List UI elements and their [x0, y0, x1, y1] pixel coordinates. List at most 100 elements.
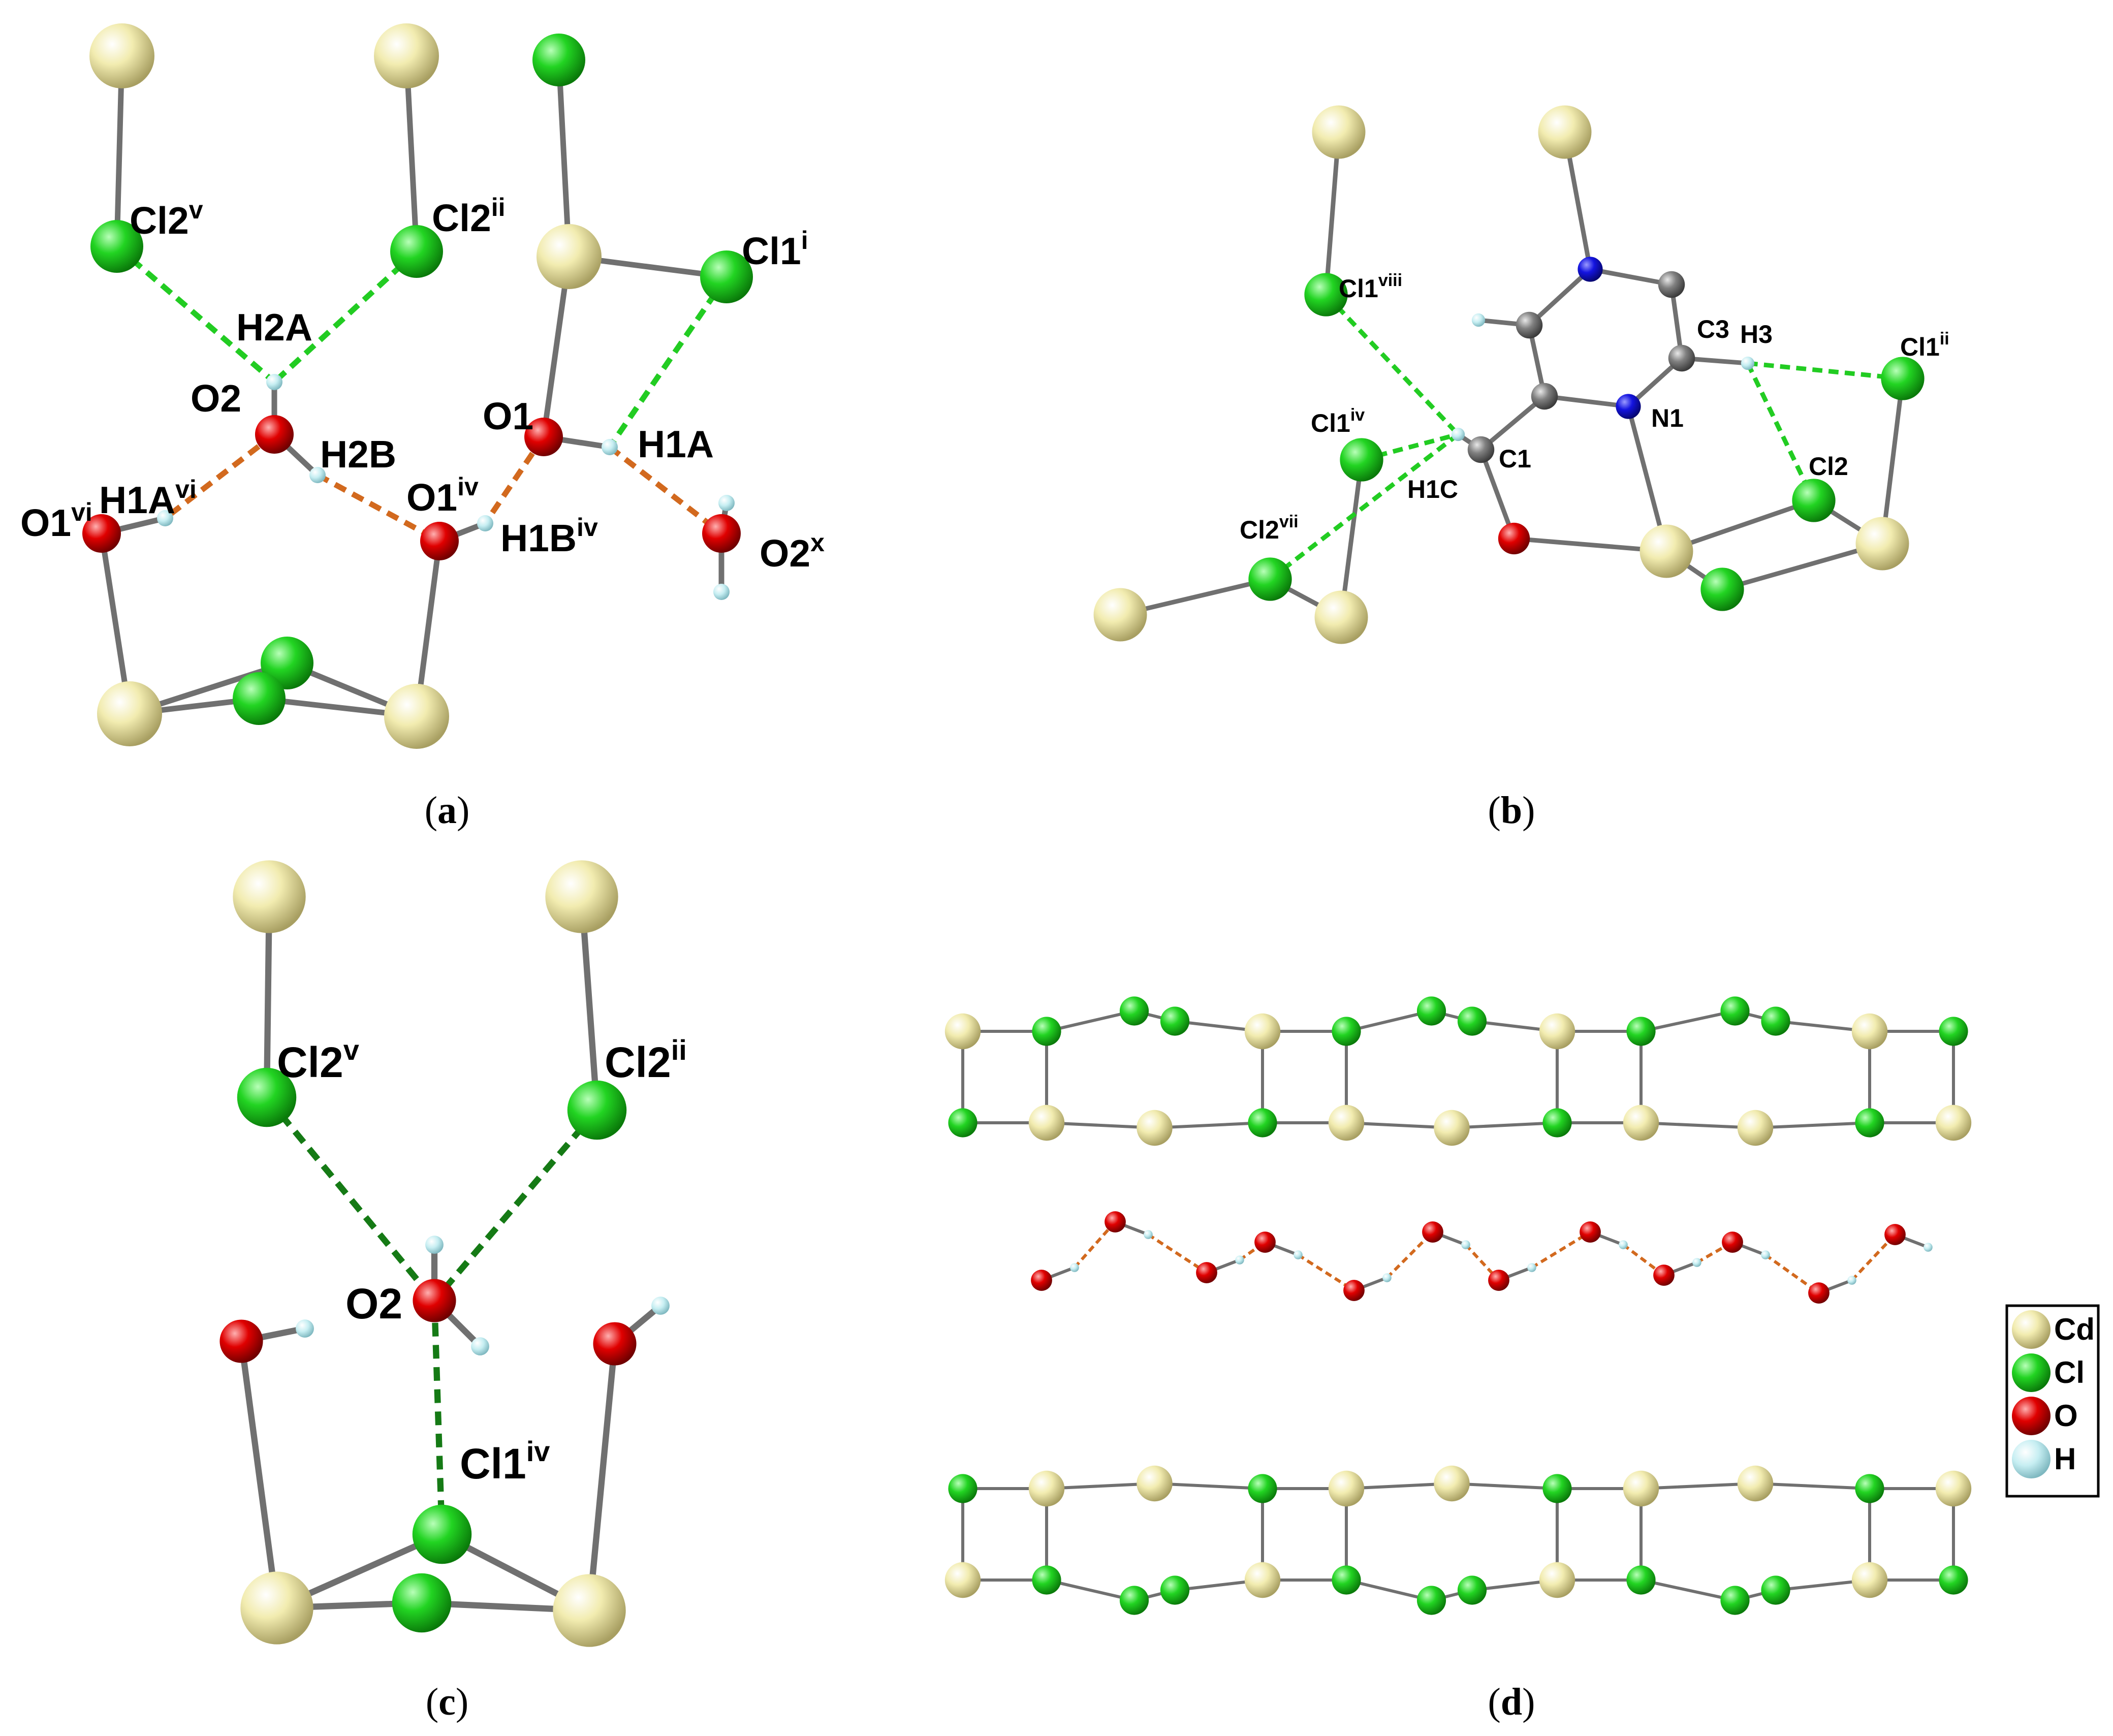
d-atom-cl: [1160, 1575, 1190, 1605]
d-atom-cl: [1160, 1006, 1190, 1036]
c-atom-cd: [233, 860, 306, 933]
b-bond: [1588, 267, 1674, 287]
d-atom-cl: [1939, 1565, 1968, 1595]
d-atom-o: [1580, 1221, 1601, 1243]
b-atom-cl: [1792, 479, 1836, 522]
legend-swatch-cd: [2012, 1310, 2051, 1349]
panel-d: [944, 996, 1972, 1615]
d-hydrogen-bond: [1531, 1230, 1591, 1269]
b-atom-n: [1616, 394, 1641, 419]
b-hydrogen-bond: [1747, 361, 1903, 381]
caption-a: (a): [425, 789, 470, 832]
d-atom-o: [1196, 1262, 1217, 1283]
b-atom-cd: [1093, 588, 1147, 642]
d-atom-cd: [1137, 1465, 1173, 1502]
a-atom-cl: [261, 637, 313, 689]
c-atom-cl: [392, 1573, 452, 1633]
b-atom-c: [1531, 383, 1558, 410]
d-bond: [1639, 1121, 1757, 1130]
d-atom-cd: [1539, 1562, 1575, 1598]
d-hydrogen-bond: [1297, 1253, 1355, 1292]
d-atom-cl: [1032, 1565, 1061, 1595]
a-hydrogen-bond: [272, 249, 419, 385]
label-cl2-vii: Cl2vii: [1240, 512, 1299, 544]
d-atom-h: [1761, 1250, 1770, 1259]
b-atom-cl: [1340, 438, 1383, 482]
d-atom-cd: [1623, 1104, 1659, 1141]
label-h2a: H2A: [236, 306, 312, 349]
d-atom-h: [1070, 1263, 1079, 1272]
label-h1c: H1C: [1407, 475, 1458, 503]
b-atom-cl: [1881, 357, 1925, 400]
b-atom-o: [1498, 522, 1530, 555]
c-atom-h: [471, 1337, 489, 1355]
d-atom-cd: [1851, 1013, 1888, 1050]
d-bond: [1344, 1578, 1433, 1602]
a-hydrogen-bond: [483, 435, 546, 525]
d-atom-h: [1619, 1240, 1628, 1249]
c-atom-o: [219, 1319, 263, 1363]
a-atom-h: [309, 467, 326, 483]
d-bond: [1153, 1121, 1265, 1130]
label-cl1-iv: Cl1iv: [1311, 405, 1365, 437]
panel-c-labels: Cl2v Cl2ii O2 Cl1iv: [277, 1034, 687, 1488]
d-bond: [1639, 1009, 1737, 1033]
panel-c: [219, 860, 670, 1647]
legend: Cd Cl O H: [2005, 1304, 2100, 1498]
legend-swatches: [2012, 1310, 2051, 1478]
d-atom-cd: [1244, 1013, 1281, 1050]
d-atom-cl: [1332, 1565, 1361, 1595]
a-hydrogen-bond: [608, 445, 723, 536]
d-atom-cl: [1416, 996, 1446, 1026]
b-atom-c: [1516, 311, 1543, 339]
d-atom-cl: [1248, 1108, 1277, 1138]
d-atom-cd: [1328, 1104, 1365, 1141]
a-atom-o: [702, 514, 741, 553]
d-atom-o: [1031, 1270, 1052, 1291]
label-c-o2: O2: [345, 1280, 402, 1328]
b-atom-cl: [1700, 567, 1744, 611]
d-atom-cd: [944, 1562, 981, 1598]
legend-swatch-o: [2012, 1397, 2051, 1435]
a-atom-o: [420, 522, 459, 560]
c-atom-cd: [240, 1571, 313, 1645]
label-cl1-i: Cl1i: [742, 226, 808, 272]
d-bond: [1753, 1121, 1872, 1130]
a-atom-h: [157, 510, 173, 526]
panel-a-labels: Cl2v Cl2ii Cl1i H2A O2 H2B O1 H1A O1vi H…: [20, 193, 825, 575]
a-atom-cd: [374, 23, 439, 88]
b-bond: [1527, 267, 1593, 328]
d-atom-cl: [1032, 1017, 1061, 1046]
c-bond: [238, 1338, 280, 1612]
d-atom-cd: [1539, 1013, 1575, 1050]
d-atom-cd: [1623, 1470, 1659, 1507]
label-n1: N1: [1651, 404, 1684, 432]
d-atom-cl: [948, 1108, 977, 1138]
d-atom-o: [1653, 1265, 1675, 1286]
c-atom-cd: [545, 860, 618, 933]
c-bond: [586, 1340, 618, 1614]
d-bond: [1045, 1121, 1156, 1130]
b-atom-cd: [1312, 105, 1366, 159]
label-cl1-ii: Cl1ii: [1900, 329, 1949, 361]
d-bond: [1753, 1481, 1872, 1491]
label-c3: C3: [1697, 315, 1729, 343]
label-cl2-ii: Cl2ii: [432, 193, 506, 239]
d-atom-o: [1105, 1211, 1126, 1233]
label-cl2: Cl2: [1809, 452, 1848, 481]
b-hydrogen-bond: [1269, 432, 1460, 581]
d-atom-cl: [1119, 1586, 1149, 1615]
d-atom-cl: [1416, 1586, 1446, 1615]
a-hydrogen-bond: [115, 244, 276, 385]
a-hydrogen-bond: [316, 472, 441, 544]
d-bond: [1045, 1009, 1136, 1033]
b-atom-h: [1451, 427, 1465, 441]
d-atom-cd: [1737, 1110, 1774, 1146]
d-atom-cl: [1855, 1474, 1884, 1503]
d-atom-h: [1235, 1255, 1244, 1265]
d-atom-h: [1923, 1243, 1933, 1252]
d-atom-cl: [1542, 1108, 1572, 1138]
d-atom-cl: [1457, 1006, 1487, 1036]
label-o1-iv: O1iv: [406, 472, 479, 519]
